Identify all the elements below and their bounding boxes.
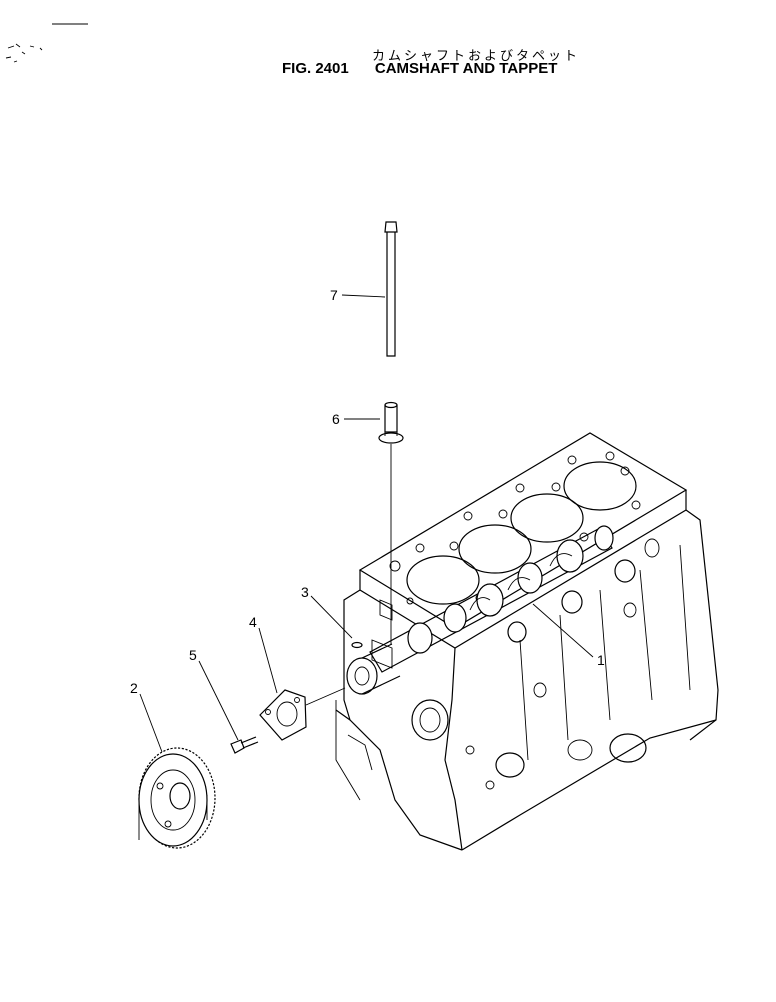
figure-title: FIG. 2401 CAMSHAFT AND TAPPET (282, 60, 557, 77)
thrust-plate (259, 687, 346, 741)
key (351, 641, 363, 649)
engine-block (335, 432, 719, 851)
callout-2: 2 (130, 680, 138, 696)
callout-5: 5 (189, 647, 197, 663)
callout-4: 4 (249, 614, 257, 630)
cam-gear (138, 747, 216, 849)
callout-6: 6 (332, 411, 340, 427)
japanese-title: カムシャフトおよびタペット (372, 49, 581, 64)
push-rod (384, 221, 398, 357)
callout-7: 7 (330, 287, 338, 303)
camshaft (346, 525, 614, 695)
bolt (230, 736, 259, 754)
figure-number: FIG. 2401 (282, 60, 349, 77)
tappet (378, 401, 404, 645)
callout-3: 3 (301, 584, 309, 600)
scan-marks (5, 23, 88, 63)
leader-lines (139, 294, 594, 753)
callout-1: 1 (597, 652, 605, 668)
figure-name: CAMSHAFT AND TAPPET (374, 60, 558, 77)
